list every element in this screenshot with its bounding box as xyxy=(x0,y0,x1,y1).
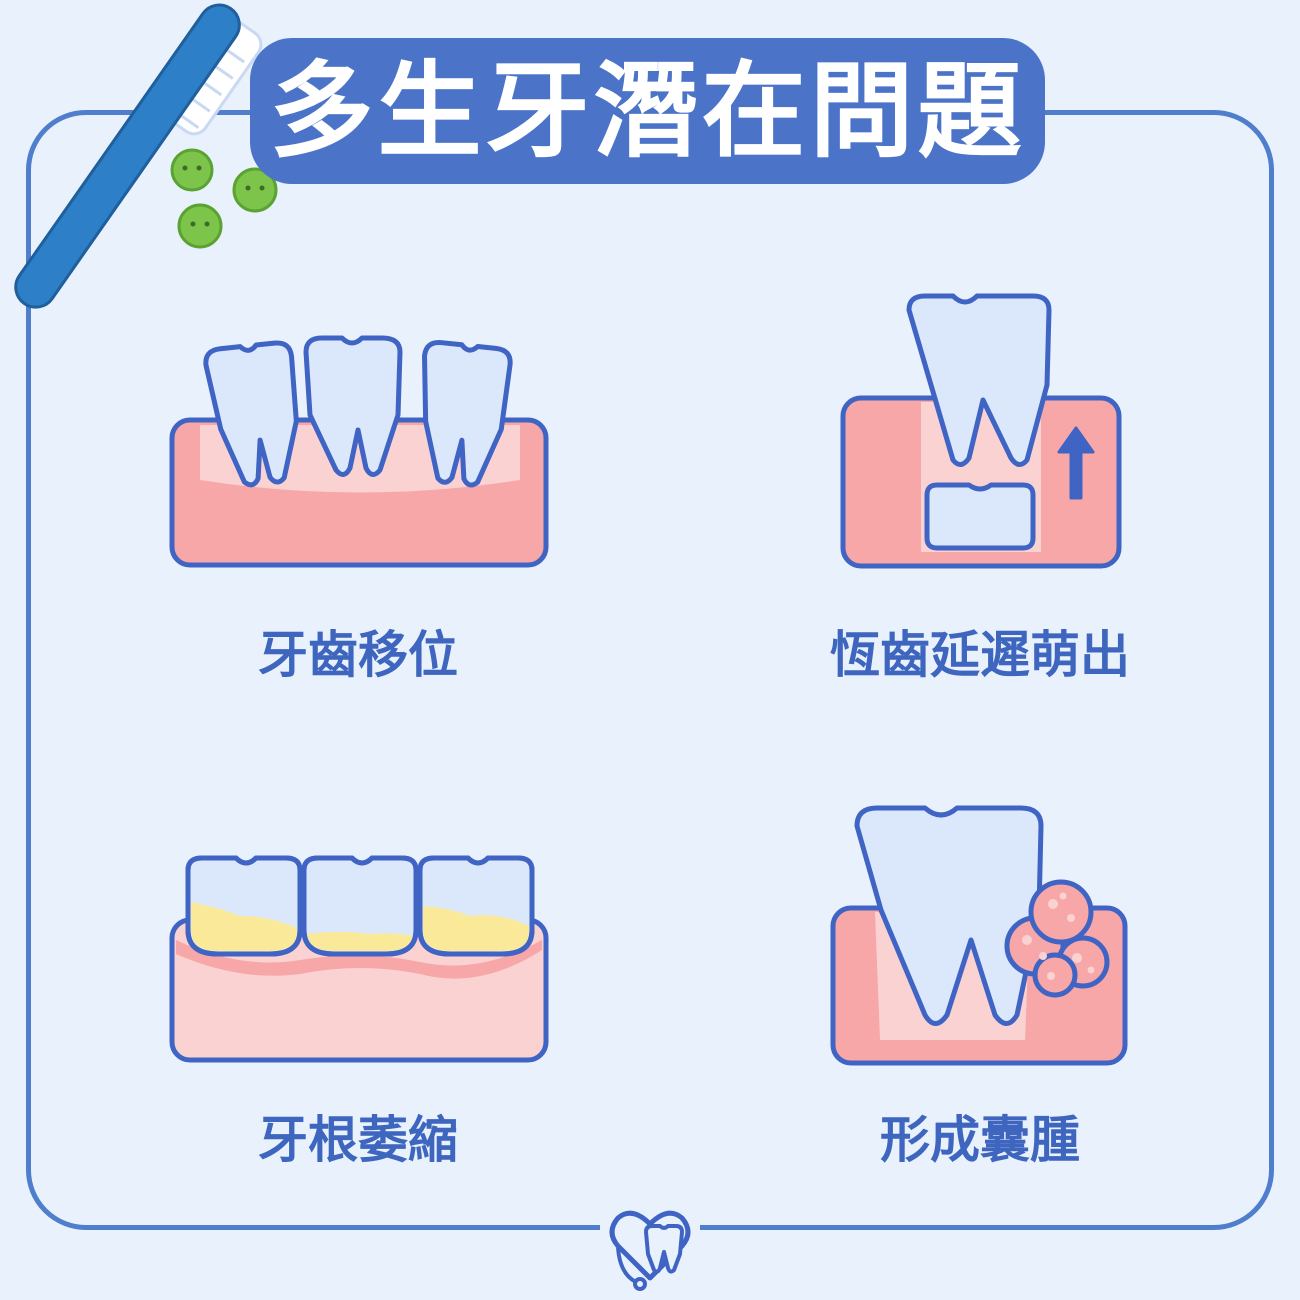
caption-cyst-formation: 形成囊腫 xyxy=(880,1111,1080,1169)
cyst-formation-icon xyxy=(830,805,1128,1066)
page-title: 多生牙潛在問題 xyxy=(269,50,1026,172)
title-banner: 多生牙潛在問題 xyxy=(250,38,1045,184)
caption-teeth-shifting: 牙齒移位 xyxy=(258,626,458,684)
dental-heart-logo-icon xyxy=(609,1210,691,1291)
caption-root-atrophy: 牙根萎縮 xyxy=(258,1111,458,1169)
teeth-shifting-icon xyxy=(169,335,549,568)
root-atrophy-icon xyxy=(169,855,549,1063)
caption-delayed-eruption: 恆齒延遲萌出 xyxy=(830,626,1130,684)
delayed-eruption-icon xyxy=(840,293,1122,569)
toothbrush-bacteria-icon xyxy=(14,3,278,309)
